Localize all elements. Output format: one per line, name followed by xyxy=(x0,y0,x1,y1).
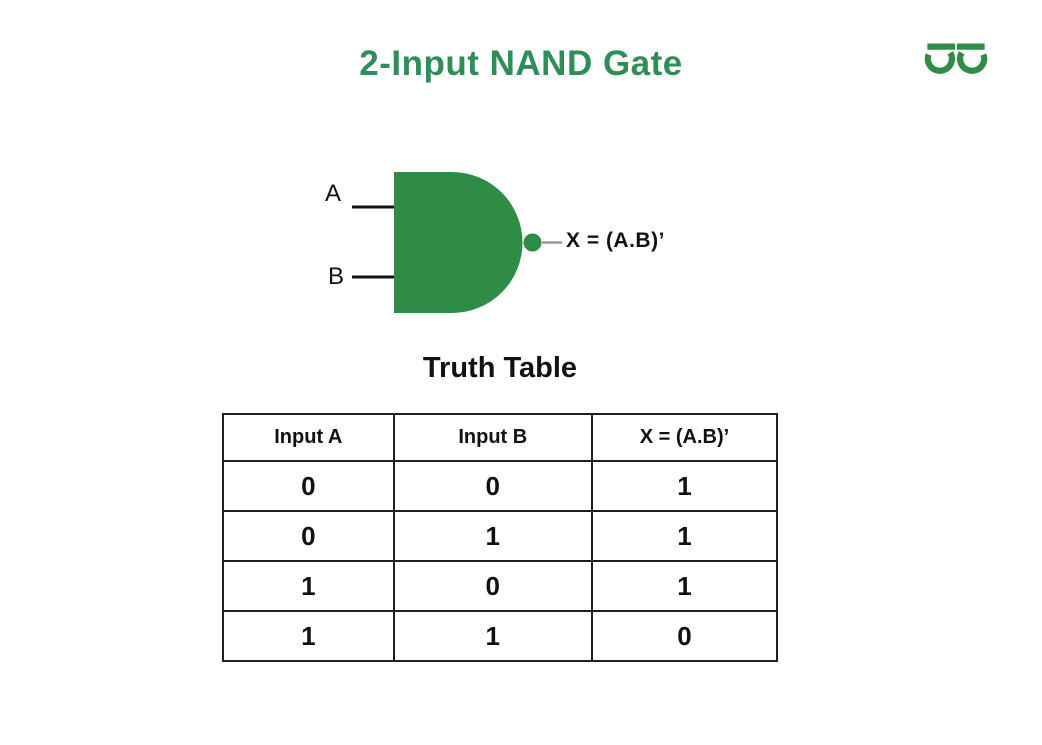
column-header-input-b: Input B xyxy=(392,413,593,462)
cell-x: 1 xyxy=(590,560,779,612)
geeksforgeeks-logo-icon xyxy=(924,43,988,74)
truth-table: Input A Input B X = (A.B)’ 0 0 1 0 1 1 1… xyxy=(222,413,779,662)
cell-b: 1 xyxy=(392,610,593,662)
input-b-label: B xyxy=(328,263,345,290)
cell-x: 1 xyxy=(590,510,779,562)
table-row: 1 1 0 xyxy=(222,610,779,662)
output-label: X = (A.B)’ xyxy=(566,229,665,252)
input-a-label: A xyxy=(325,180,342,207)
inversion-bubble xyxy=(523,233,542,252)
table-row: 0 1 1 xyxy=(222,510,779,562)
page-title: 2-Input NAND Gate xyxy=(359,44,683,83)
cell-b: 1 xyxy=(392,510,593,562)
cell-a: 0 xyxy=(222,460,395,512)
nand-gate-diagram xyxy=(352,172,562,313)
table-row: 0 0 1 xyxy=(222,460,779,512)
truth-table-header-row: Input A Input B X = (A.B)’ xyxy=(222,413,779,462)
cell-a: 0 xyxy=(222,510,395,562)
truth-table-heading: Truth Table xyxy=(422,352,578,384)
and-gate-body xyxy=(394,172,523,313)
cell-b: 0 xyxy=(392,460,593,512)
column-header-output: X = (A.B)’ xyxy=(590,413,779,462)
cell-a: 1 xyxy=(222,560,395,612)
cell-b: 0 xyxy=(392,560,593,612)
column-header-input-a: Input A xyxy=(222,413,395,462)
cell-x: 0 xyxy=(590,610,779,662)
table-row: 1 0 1 xyxy=(222,560,779,612)
cell-a: 1 xyxy=(222,610,395,662)
cell-x: 1 xyxy=(590,460,779,512)
